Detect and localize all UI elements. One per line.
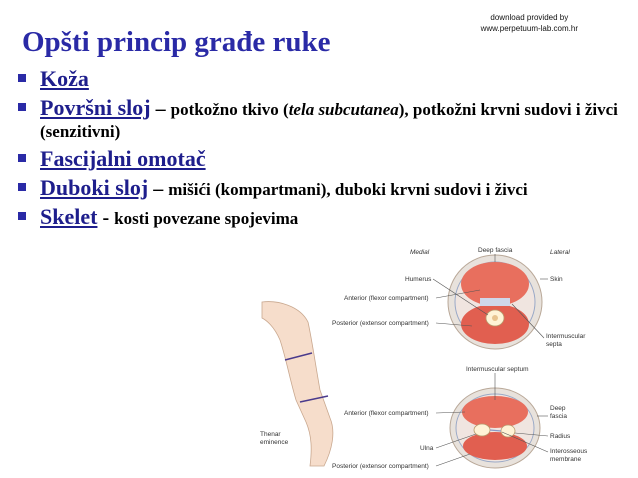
label-intermuscular-septa-1: Intermuscular: [546, 333, 586, 340]
bullet-description-latin: tela subcutanea: [288, 100, 399, 119]
bullet-term: Duboki sloj: [40, 175, 149, 200]
lower-cross-section: [449, 387, 541, 469]
square-bullet-icon: [18, 154, 26, 162]
bullet-item-fascijalni-omotac: Fascijalni omotač: [16, 148, 621, 172]
square-bullet-icon: [18, 74, 26, 82]
credit-line-2: www.perpetuum-lab.com.hr: [480, 24, 578, 33]
label-humerus: Humerus: [405, 276, 432, 283]
label-intermuscular-septa-2: septa: [546, 341, 562, 348]
bullet-item-duboki-sloj: Duboki sloj – mišići (kompartmani), dubo…: [16, 177, 621, 201]
bullet-description: kosti povezane spojevima: [114, 209, 299, 228]
bullet-description: ), potkožni krvni sudovi i živci (senzit…: [40, 100, 618, 141]
arm-cross-section-figure: Medial Lateral Deep fascia Humerus Skin …: [260, 247, 588, 470]
credit-line-1: download provided by: [490, 13, 569, 22]
label-posterior-top: Posterior (extensor compartment): [332, 320, 429, 327]
slide-title: Opšti princip građe ruke: [22, 26, 331, 58]
label-interosseous-2: membrane: [550, 456, 581, 463]
bullet-dash: –: [150, 98, 171, 120]
bullet-term: Fascijalni omotač: [40, 146, 206, 171]
label-radius: Radius: [550, 433, 571, 440]
arm-section-line-upper: [284, 352, 313, 361]
label-thenar-2: eminence: [260, 439, 289, 446]
label-deep-fascia-bottom-2: fascia: [550, 413, 567, 420]
label-interosseous-1: Interosseous: [550, 448, 588, 455]
label-deep-fascia-top: Deep fascia: [478, 247, 513, 254]
bullet-item-skelet: Skelet - kosti povezane spojevima: [16, 206, 621, 230]
label-ulna: Ulna: [420, 445, 434, 452]
arm-section-line-lower: [299, 395, 329, 403]
square-bullet-icon: [18, 103, 26, 111]
label-medial: Medial: [410, 249, 430, 256]
bullet-dash: -: [97, 207, 115, 229]
label-deep-fascia-bottom-1: Deep: [550, 405, 566, 412]
bullet-description: mišići (kompartmani), duboki krvni sudov…: [168, 180, 528, 199]
credit-text: download provided by www.perpetuum-lab.c…: [481, 12, 578, 34]
square-bullet-icon: [18, 212, 26, 220]
upper-cross-section: [447, 254, 543, 350]
square-bullet-icon: [18, 183, 26, 191]
arm-outline: [261, 301, 334, 467]
label-posterior-bottom: Posterior (extensor compartment): [332, 463, 429, 470]
bullet-term: Površni sloj: [40, 95, 151, 120]
label-anterior-top: Anterior (flexor compartment): [344, 295, 429, 302]
label-anterior-bottom: Anterior (flexor compartment): [344, 410, 429, 417]
bullet-list: Koža Površni sloj – potkožno tkivo (tela…: [16, 68, 621, 235]
bullet-description: potkožno tkivo (: [170, 100, 289, 119]
label-lateral: Lateral: [550, 249, 570, 256]
bullet-item-koza: Koža: [16, 68, 621, 92]
bullet-term: Koža: [40, 66, 89, 91]
bullet-term: Skelet: [40, 204, 98, 229]
bullet-dash: –: [148, 178, 169, 200]
label-thenar-1: Thenar: [260, 431, 281, 438]
label-skin: Skin: [550, 276, 563, 283]
label-intermuscular-septum: Intermuscular septum: [466, 366, 529, 373]
bullet-item-povrsni-sloj: Površni sloj – potkožno tkivo (tela subc…: [16, 97, 621, 143]
